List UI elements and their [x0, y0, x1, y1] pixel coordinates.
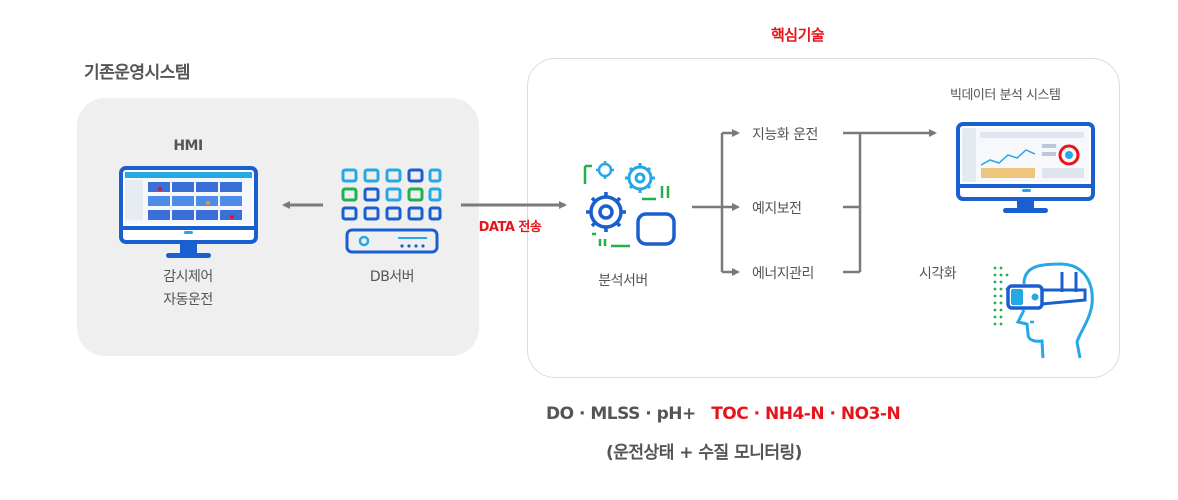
core-tech-panel: [527, 58, 1120, 378]
hmi-title: HMI: [173, 138, 203, 154]
monitoring-params-red: TOC · NH4-N · NO3-N: [711, 404, 901, 424]
database-server-icon: [341, 168, 442, 254]
hmi-caption-line1: 감시제어: [163, 269, 213, 285]
existing-system-title: 기존운영시스템: [84, 63, 190, 83]
hmi-caption-line2: 자동운전: [163, 292, 213, 308]
function-energy-management: 에너지관리: [752, 266, 814, 282]
monitoring-params-gray: DO · MLSS · pH+: [546, 404, 696, 424]
db-server-caption: DB서버: [369, 269, 415, 285]
gears-icon: [583, 161, 676, 248]
dashboard-monitor-icon: [956, 122, 1095, 213]
visualization-caption: 시각화: [919, 266, 957, 282]
function-intelligent-operation: 지능화 운전: [752, 127, 818, 143]
data-transfer-label: DATA 전송: [478, 220, 542, 235]
vr-headset-icon: [993, 262, 1094, 359]
function-predictive-maintenance: 예지보전: [752, 201, 802, 217]
monitor-icon: [119, 166, 258, 258]
monitoring-subtitle: (운전상태 + 수질 모니터링): [606, 443, 802, 463]
bigdata-system-title: 빅데이터 분석 시스템: [950, 88, 1061, 103]
analysis-server-caption: 분석서버: [598, 273, 648, 289]
monitoring-parameters: DO · MLSS · pH+ TOC · NH4-N · NO3-N: [546, 404, 901, 424]
core-tech-title: 핵심기술: [771, 26, 825, 44]
